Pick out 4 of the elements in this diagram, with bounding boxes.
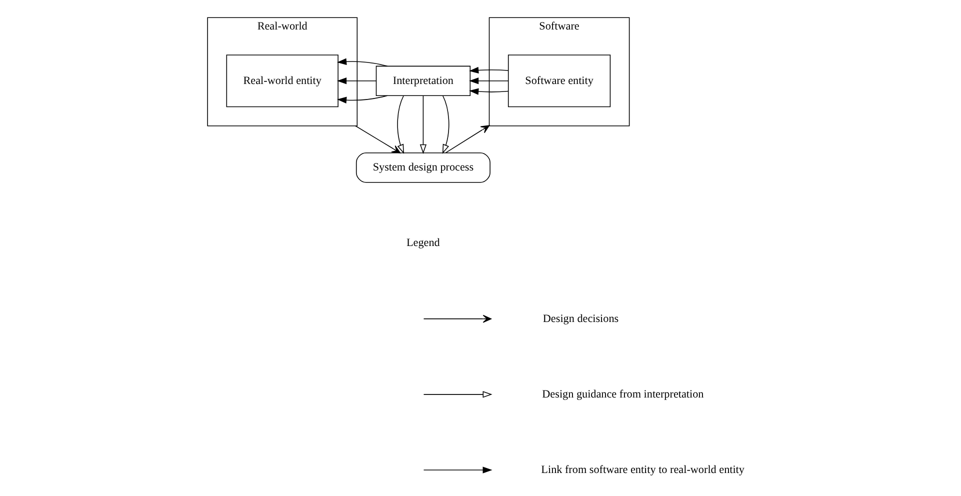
- legend-label: Design guidance from interpretation: [542, 388, 704, 400]
- label: Legend: [406, 237, 440, 250]
- legend-label: Design decisions: [542, 312, 619, 325]
- legend-label: Link from software entity to real-world entity: [541, 464, 744, 476]
